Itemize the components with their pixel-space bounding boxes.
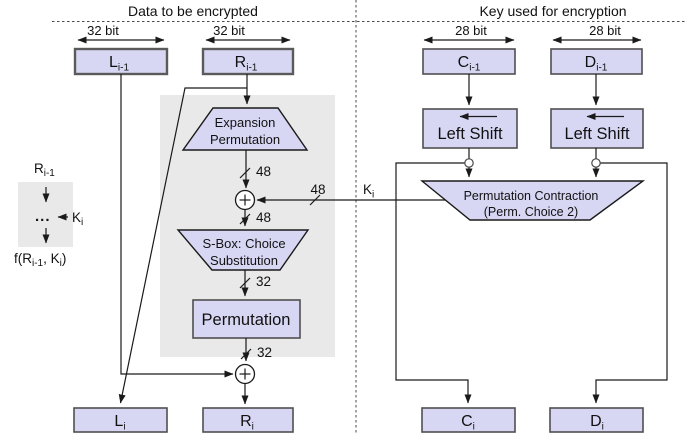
section-title-key: Key used for encryption xyxy=(479,3,626,19)
register-label-l-prev: Li-1 xyxy=(109,54,129,74)
xor-lower-icon xyxy=(234,363,256,385)
left-shift-c-label: Left Shift xyxy=(437,125,503,143)
register-label-r-prev: Ri-1 xyxy=(235,54,258,74)
branch-dot-c xyxy=(464,158,474,168)
expansion-permutation-node xyxy=(181,107,309,151)
tick-key-in xyxy=(309,194,321,206)
permutation-contraction-node xyxy=(420,180,646,221)
register-label-l-next: Li xyxy=(114,413,125,433)
bitwidth-label-d-prev: 28 bit xyxy=(589,23,621,38)
tick-sbox-out xyxy=(239,277,251,289)
bitwidth-label-c-prev: 28 bit xyxy=(455,23,487,38)
wire-label-expansion-out: 48 xyxy=(256,164,271,179)
wire-label-permutation-out: 32 xyxy=(257,345,272,360)
bitwidth-label-r-prev: 32 bit xyxy=(213,23,245,38)
register-label-d-prev: Di-1 xyxy=(585,54,608,74)
register-box-d-next xyxy=(549,407,644,433)
sbox-label-line1: S-Box: Choice xyxy=(202,236,285,251)
register-label-c-prev: Ci-1 xyxy=(458,54,481,74)
register-label-c-next: Ci xyxy=(461,413,475,433)
section-title-data: Data to be encrypted xyxy=(128,3,258,19)
tick-permutation-out xyxy=(240,348,252,360)
wire-lprev-to-xor2 xyxy=(120,74,234,378)
tick-expansion-out xyxy=(239,167,251,179)
bitwidth-label-l-prev: 32 bit xyxy=(87,23,119,38)
wire-c-loop-to-cnext xyxy=(395,162,472,404)
register-box-l-next xyxy=(73,407,168,433)
permutation-label: Permutation xyxy=(202,311,291,329)
wire-rprev-to-lnext xyxy=(118,87,247,404)
expansion-label-line1: Expansion xyxy=(215,115,276,130)
sbox-node xyxy=(176,229,310,271)
contraction-label-line2: (Perm. Choice 2) xyxy=(484,205,578,219)
register-box-c-prev xyxy=(422,48,516,75)
register-label-r-next: Ri xyxy=(240,413,254,433)
branch-dot-d xyxy=(591,158,601,168)
register-box-l-prev xyxy=(73,47,169,76)
register-box-r-prev xyxy=(201,47,295,76)
left-shift-d-node xyxy=(550,108,644,149)
tick-xor-out xyxy=(239,213,251,225)
legend-key-label: Ki xyxy=(72,210,83,228)
wire-d-loop-to-dnext xyxy=(592,162,668,404)
contraction-label-line1: Permutation Contraction xyxy=(464,189,599,203)
legend-input-label: Ri-1 xyxy=(34,161,55,179)
subkey-label: Ki xyxy=(363,182,374,201)
xor-upper-icon xyxy=(234,189,256,211)
legend-output-label: f(Ri-1, Ki) xyxy=(14,251,66,269)
left-shift-d-label: Left Shift xyxy=(564,125,630,143)
register-box-c-next xyxy=(421,407,516,433)
wire-label-sbox-out: 32 xyxy=(256,274,271,289)
permutation-node xyxy=(192,299,301,339)
register-box-d-prev xyxy=(550,48,643,75)
legend-dots: ... xyxy=(35,208,51,225)
register-label-d-next: Di xyxy=(590,413,604,433)
wire-label-key-in: 48 xyxy=(310,182,325,197)
expansion-label-line2: Permutation xyxy=(210,132,280,147)
wire-label-xor-out: 48 xyxy=(256,210,271,225)
sbox-label-line2: Substitution xyxy=(210,253,278,268)
register-box-r-next xyxy=(202,407,294,433)
left-shift-c-node xyxy=(422,108,518,149)
